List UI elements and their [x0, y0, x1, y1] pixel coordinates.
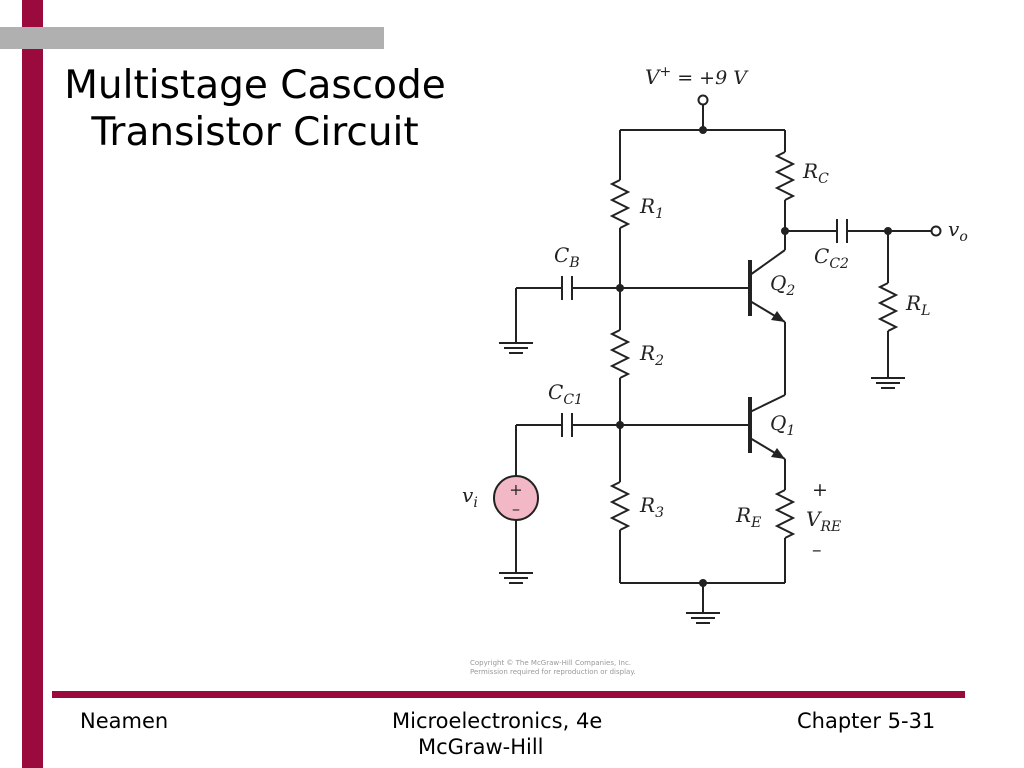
q1-label: Q1 — [770, 411, 795, 439]
footer-book: Microelectronics, 4e McGraw-Hill — [392, 708, 642, 760]
ground-symbol-vi — [499, 572, 533, 584]
title-line-1: Multistage Cascode — [64, 63, 446, 108]
ground-symbol-cb — [499, 342, 533, 354]
input-voltage-source: + – — [493, 475, 539, 573]
cascode-circuit-diagram: V+ = +9 V R1 R2 R3 CB CC1 + — [462, 64, 968, 676]
ground-symbol-rl — [871, 377, 905, 389]
footer-rule — [52, 691, 965, 698]
rc-label: RC — [802, 159, 829, 187]
r2-label: R2 — [639, 341, 664, 369]
cc1-capacitor — [515, 413, 620, 476]
left-accent-bar — [22, 0, 43, 768]
vre-label: VRE — [806, 507, 841, 535]
cc2-capacitor — [785, 219, 931, 243]
supply-rail — [620, 94, 785, 134]
bias-divider — [609, 130, 631, 583]
ground-symbol-main — [686, 612, 720, 624]
re-label: RE — [735, 503, 761, 531]
footer-author: Neamen — [80, 709, 169, 733]
footer-book-line-1: Microelectronics, 4e — [392, 709, 603, 733]
r2-resistor — [609, 329, 631, 379]
copyright-line-1: Copyright © The McGraw-Hill Companies, I… — [470, 659, 631, 667]
rl-resistor — [877, 282, 899, 332]
rc-resistor — [774, 151, 796, 201]
footer-chapter: Chapter 5-31 — [797, 709, 936, 733]
bottom-rail — [620, 579, 785, 613]
r3-resistor — [609, 481, 631, 531]
footer-book-line-2: McGraw-Hill — [418, 735, 544, 759]
top-gray-bar — [0, 27, 384, 49]
r1-resistor — [609, 179, 631, 229]
svg-text:+: + — [509, 480, 522, 499]
cb-capacitor — [515, 276, 620, 343]
copyright-line-2: Permission required for reproduction or … — [470, 668, 636, 676]
re-resistor — [774, 489, 796, 539]
cc2-label: CC2 — [814, 244, 849, 272]
collector-emitter-chain — [774, 130, 796, 583]
r1-label: R1 — [639, 194, 664, 222]
q2-label: Q2 — [770, 271, 795, 299]
q2-transistor — [620, 249, 786, 323]
supply-terminal — [697, 94, 709, 106]
vre-minus: – — [812, 539, 822, 561]
r3-label: R3 — [639, 493, 664, 521]
cc1-label: CC1 — [548, 380, 583, 408]
q1-transistor — [620, 394, 786, 460]
output-terminal — [930, 225, 942, 237]
vo-label: vo — [948, 217, 968, 245]
slide-title: Multistage Cascode Transistor Circuit — [45, 62, 465, 156]
rl-label: RL — [905, 291, 930, 319]
rl-load — [877, 231, 899, 378]
vi-label: vi — [462, 483, 478, 511]
title-line-2: Transistor Circuit — [91, 110, 419, 155]
cb-label: CB — [554, 243, 580, 271]
svg-text:–: – — [512, 499, 520, 518]
vre-plus: + — [812, 479, 828, 501]
supply-label: V+ = +9 V — [645, 64, 749, 89]
